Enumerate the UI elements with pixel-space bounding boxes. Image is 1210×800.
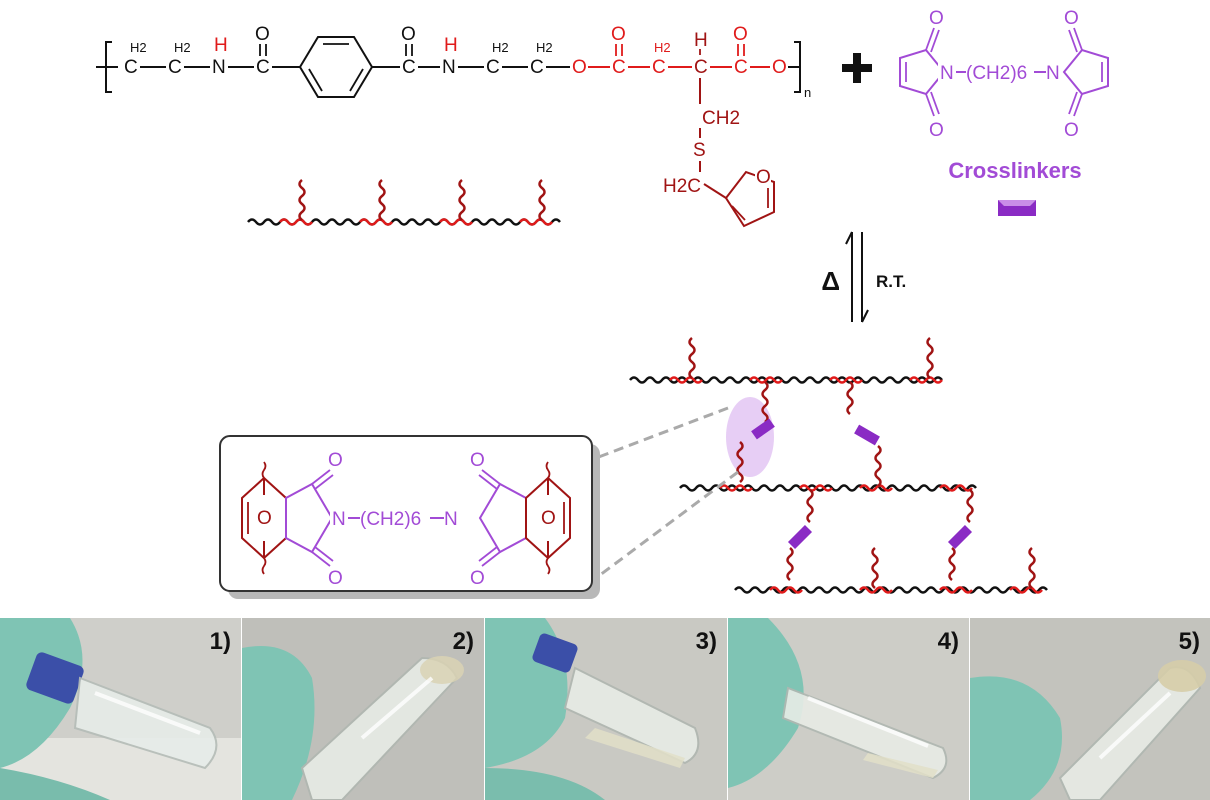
sulfur-label: S [693, 140, 706, 161]
zoom-line-bottom [595, 470, 739, 580]
heat-label: Δ [821, 266, 840, 296]
polymer-repeat-unit: C H2 C H2 N H C O C O N H C H2 [96, 24, 811, 228]
h2-label-4: H2 [536, 40, 553, 55]
ester-o-1-label: O [572, 57, 587, 78]
h2-label-1: H2 [130, 40, 147, 55]
maleimide-n-1-label: N [940, 63, 954, 84]
bismaleimide-crosslinker: O O N (CH2)6 N O O Crosslinkers [899, 8, 1109, 216]
photo-4: 4) [728, 618, 969, 800]
photo-3: 3) [485, 618, 727, 800]
carbon-1-label: C [124, 57, 138, 78]
crosslinker-label: Crosslinkers [948, 158, 1081, 183]
methine-h-label: H [694, 30, 708, 51]
methine-c-label: C [694, 57, 708, 78]
photo-2: 2) [242, 618, 484, 800]
imide-n-1-label: N [332, 509, 346, 530]
h2-label-3: H2 [492, 40, 509, 55]
amide-h-1-label: H [214, 35, 228, 56]
furan-ring: O [724, 167, 775, 228]
crosslinked-network [629, 337, 1048, 594]
nitrogen-1-label: N [212, 57, 226, 78]
carbon-3-label: C [486, 57, 500, 78]
maleimide-n-2-label: N [1046, 63, 1060, 84]
amide-h-2-label: H [444, 35, 458, 56]
crosslink-highlight [726, 397, 774, 477]
maleimide-o-3-label: O [1064, 8, 1079, 29]
photo-strip: 1) 2) 3) 4) [0, 618, 1210, 800]
photo-1: 1) [0, 618, 241, 800]
photo-3-label: 3) [695, 628, 717, 655]
h2-label-2: H2 [174, 40, 191, 55]
maleimide-o-1-label: O [929, 8, 944, 29]
bridge-o-2-label: O [541, 508, 556, 529]
ester-c-1-label: C [612, 57, 626, 78]
bridge-o-1-label: O [257, 508, 272, 529]
benzene-ring [298, 36, 374, 98]
carbonyl-o-2-label: O [401, 24, 416, 45]
photo-2-label: 2) [452, 628, 474, 655]
ester-o-2-label: O [611, 24, 626, 45]
maleimide-o-2-label: O [929, 120, 944, 141]
ester-o-4-label: O [772, 57, 787, 78]
ester-c-2-label: C [734, 57, 748, 78]
carbonyl-c-2-label: C [402, 57, 416, 78]
imide-o-3-label: O [470, 450, 485, 471]
vial-photo-3 [485, 618, 727, 800]
h2c-label: H2C [663, 176, 701, 197]
vial-photo-1 [0, 618, 241, 800]
plus-sign [842, 53, 872, 83]
imide-o-4-label: O [470, 568, 485, 589]
photo-5: 5) [970, 618, 1210, 800]
imide-o-1-label: O [328, 450, 343, 471]
carbon-4-label: C [530, 57, 544, 78]
maleimide-o-4-label: O [1064, 120, 1079, 141]
equilibrium-arrows: Δ R.T. [821, 231, 906, 323]
imide-o-2-label: O [328, 568, 343, 589]
photo-1-label: 1) [209, 628, 231, 655]
nitrogen-2-label: N [442, 57, 456, 78]
vial-photo-4 [728, 618, 969, 800]
carbon-2-label: C [168, 57, 182, 78]
imide-n-2-label: N [444, 509, 458, 530]
photo-5-label: 5) [1178, 628, 1200, 655]
repeat-n-label: n [804, 85, 811, 100]
ester-o-3-label: O [733, 24, 748, 45]
vial-photo-5 [970, 618, 1210, 800]
h2-label-5: H2 [654, 40, 671, 55]
linear-chain-cartoon [247, 179, 561, 226]
reaction-scheme: C H2 C H2 N H C O C O N H C H2 [96, 8, 1109, 599]
crosslinker-formula: (CH2)6 [966, 63, 1027, 84]
room-temp-label: R.T. [876, 272, 906, 291]
photo-4-label: 4) [937, 628, 959, 655]
side-ch2-label: CH2 [702, 108, 740, 129]
ch2-carbon-label: C [652, 57, 666, 78]
vial-photo-2 [242, 618, 484, 800]
zoom-line-top [595, 406, 729, 460]
furan-o-label: O [756, 167, 771, 188]
carbonyl-o-1-label: O [255, 24, 270, 45]
inset-adduct-box: O O O N (CH2)6 N O O O [219, 435, 600, 599]
carbonyl-c-1-label: C [256, 57, 270, 78]
inset-formula: (CH2)6 [360, 509, 421, 530]
